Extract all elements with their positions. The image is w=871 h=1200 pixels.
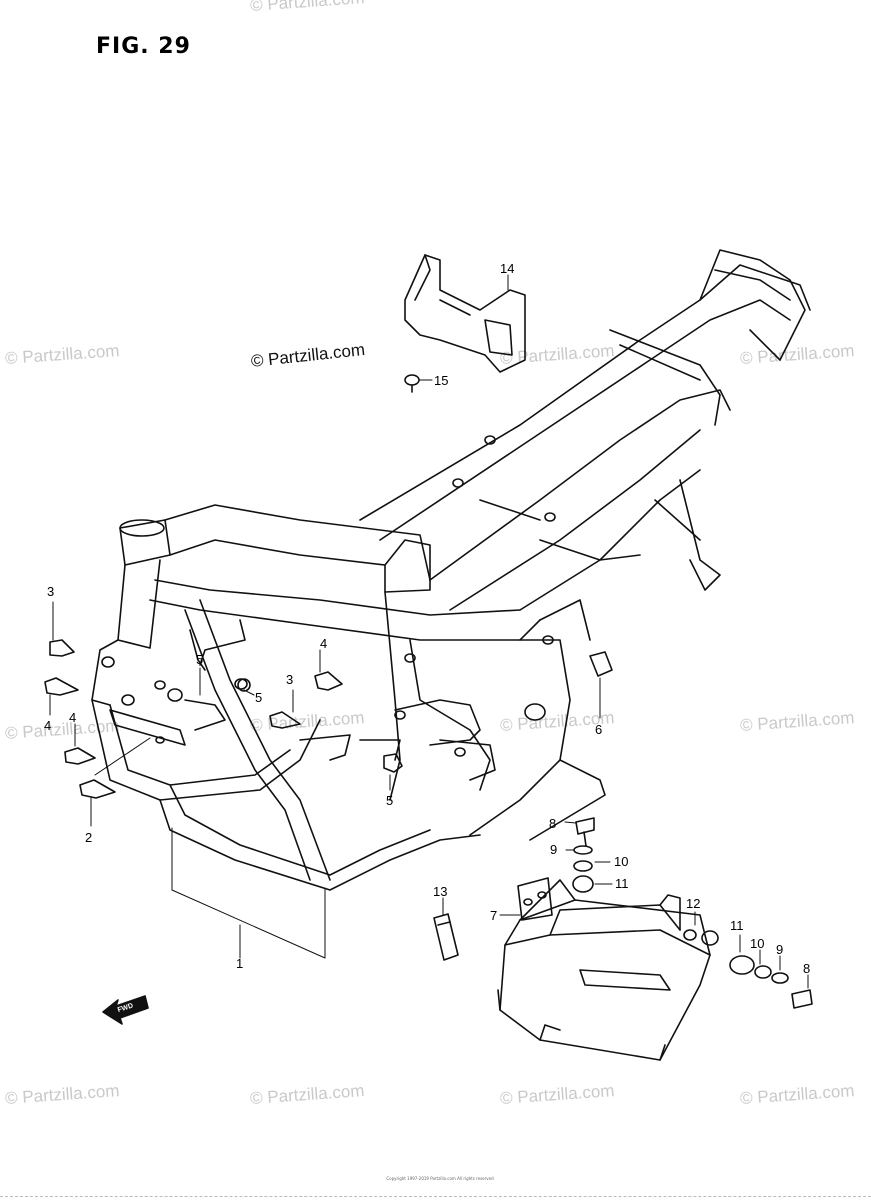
down-tube-cradle xyxy=(91,599,481,891)
part-6-cap xyxy=(589,651,613,677)
battery-case xyxy=(497,879,719,1061)
callout-5-left: 5 xyxy=(196,652,203,667)
callout-6: 6 xyxy=(595,722,602,737)
bracket-7 xyxy=(517,877,553,921)
callout-1: 1 xyxy=(236,956,243,971)
callout-4-mid: 4 xyxy=(69,710,76,725)
callout-3-center: 3 xyxy=(286,672,293,687)
seat-bracket xyxy=(404,254,526,393)
callout-8-upper: 8 xyxy=(549,816,556,831)
figure-title: FIG. 29 xyxy=(96,34,191,59)
hardware-stack-right xyxy=(729,955,813,1009)
fwd-arrow-icon xyxy=(102,995,149,1025)
callout-3-left: 3 xyxy=(47,584,54,599)
callout-4-left: 4 xyxy=(44,718,51,733)
hardware-stack-upper xyxy=(572,817,595,893)
main-spars xyxy=(149,504,606,841)
callout-14: 14 xyxy=(500,261,514,276)
rear-subframe xyxy=(359,249,811,611)
fwd-label: FWD xyxy=(117,1002,134,1014)
callout-5-center: 5 xyxy=(255,690,262,705)
callout-5-bottom: 5 xyxy=(386,793,393,808)
callout-10-upper: 10 xyxy=(614,854,628,869)
callout-11-right: 11 xyxy=(730,918,744,933)
engine-mounts xyxy=(184,591,496,801)
footer-note: Copyright 1997-2019 Partzilla.com All ri… xyxy=(386,1176,494,1181)
part-13-pad xyxy=(433,913,459,961)
bolts-left xyxy=(44,629,403,799)
callout-11-upper: 11 xyxy=(615,876,629,891)
callout-13: 13 xyxy=(433,884,447,899)
head-tube xyxy=(91,519,171,706)
callout-12: 12 xyxy=(686,896,700,911)
callout-15: 15 xyxy=(434,373,448,388)
callout-7: 7 xyxy=(490,908,497,923)
footer-divider xyxy=(0,1196,871,1197)
callout-9-right: 9 xyxy=(776,942,783,957)
callout-4-right: 4 xyxy=(320,636,327,651)
callout-10-right: 10 xyxy=(750,936,764,951)
callout-9-upper: 9 xyxy=(550,842,557,857)
callout-2: 2 xyxy=(85,830,92,845)
callout-8-right: 8 xyxy=(803,961,810,976)
leader-lines xyxy=(49,274,809,989)
